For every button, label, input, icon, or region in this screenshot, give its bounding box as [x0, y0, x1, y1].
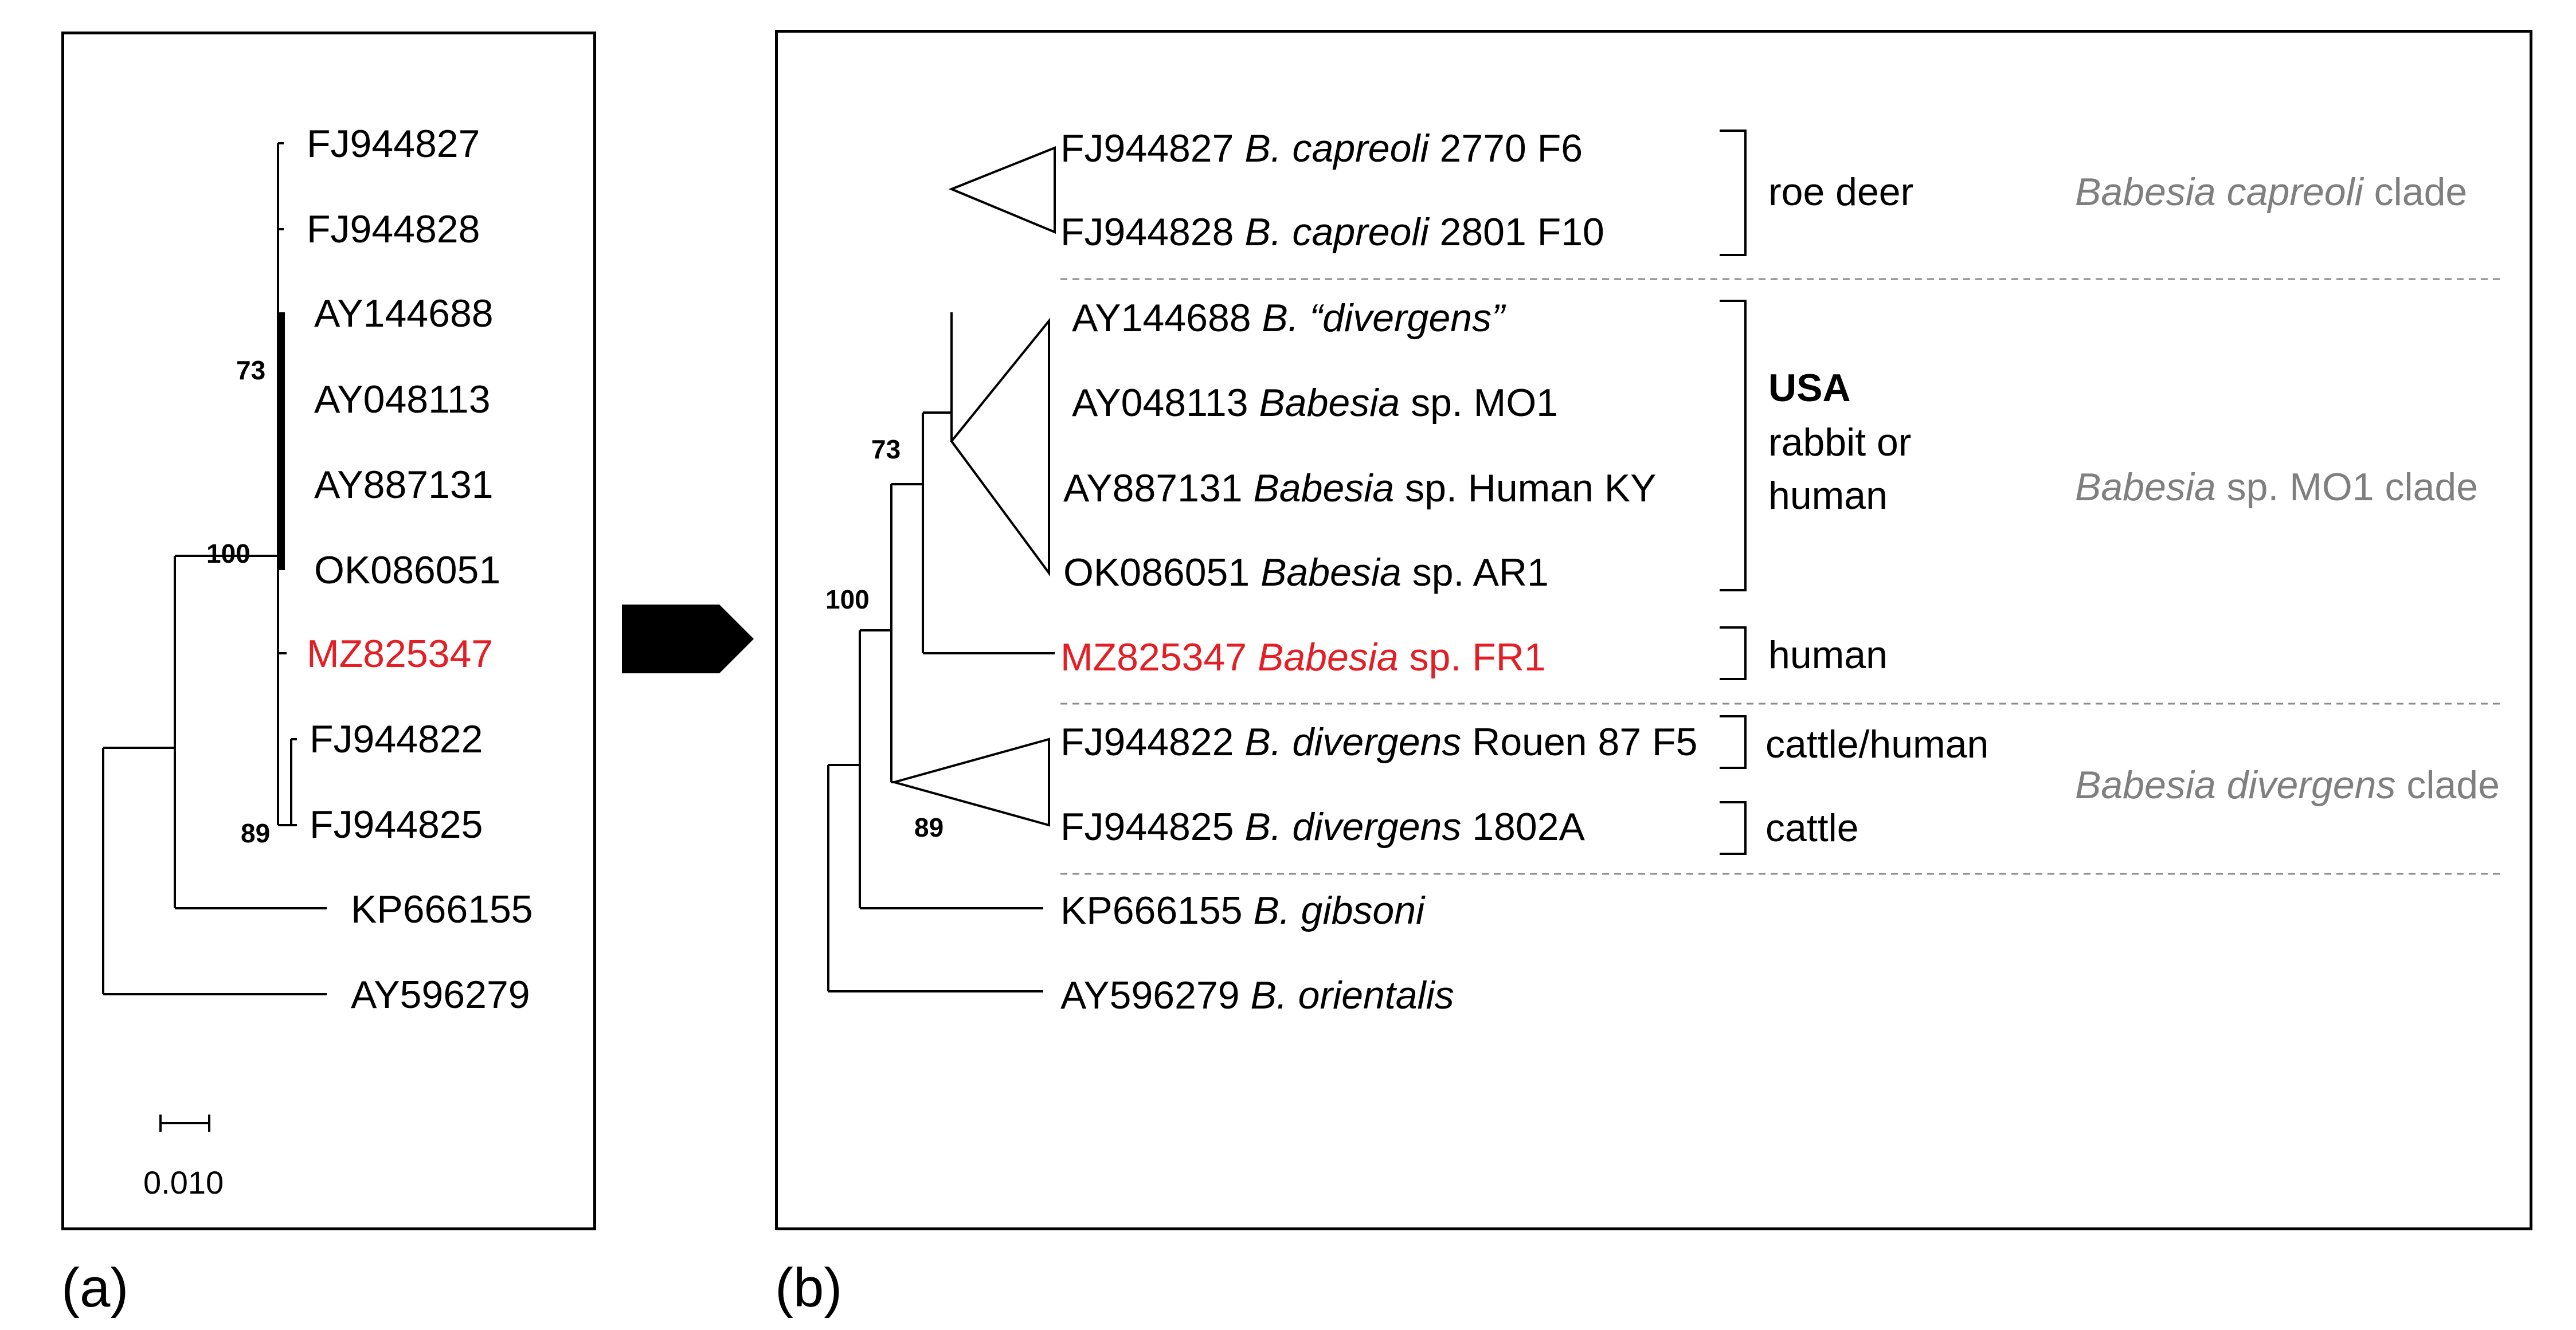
panel-b-label: (b): [775, 1257, 843, 1319]
tip-b-10: KP666155 B. gibsoni: [1060, 889, 1426, 932]
host-brackets: [1720, 130, 1747, 855]
host-human: human: [1768, 633, 1888, 677]
panel-a-frame: [61, 32, 596, 1230]
bootstrap-a-73: 73: [236, 355, 265, 385]
scale-bar-label: 0.010: [143, 1164, 224, 1200]
host-human-line: human: [1768, 474, 1888, 517]
bootstrap-a-100: 100: [206, 539, 250, 568]
bootstrap-b-100: 100: [825, 584, 870, 614]
tip-a-4: AY048113: [314, 378, 491, 421]
tip-b-2: FJ944828 B. capreoli 2801 F10: [1060, 210, 1604, 254]
tip-a-5: AY887131: [314, 463, 494, 507]
host-roe-deer: roe deer: [1768, 170, 1913, 214]
panel-b-frame: [775, 30, 2532, 1230]
collapsed-divergens-triangle: [890, 737, 1050, 827]
host-rabbit-or: rabbit or: [1768, 421, 1911, 464]
panel-a-label: (a): [61, 1257, 129, 1319]
tip-a-3: AY144688: [314, 292, 494, 335]
tip-b-8: FJ944822 B. divergens Rouen 87 F5: [1060, 720, 1697, 764]
tip-b-9: FJ944825 B. divergens 1802A: [1060, 805, 1585, 849]
tip-a-6: OK086051: [314, 548, 500, 592]
bootstrap-b-73: 73: [871, 434, 901, 464]
tip-a-11: AY596279: [351, 973, 530, 1017]
tip-b-5: AY887131 Babesia sp. Human KY: [1063, 466, 1657, 510]
tip-a-8: FJ944822: [310, 717, 483, 761]
clade-mo1-label: Babesia sp. MO1 clade: [2075, 465, 2478, 509]
collapsed-capreoli-triangle: [948, 146, 1056, 234]
tree-a-branches: [102, 142, 327, 995]
collapsed-mo1-triangle: [950, 317, 1050, 577]
tip-b-1: FJ944827 B. capreoli 2770 F6: [1060, 127, 1583, 170]
tree-b-branches: [827, 312, 1055, 992]
host-cattle: cattle: [1765, 806, 1859, 850]
host-usa: USA: [1768, 366, 1851, 410]
clade-capreoli-label: Babesia capreoli clade: [2075, 170, 2467, 214]
tip-b-3: AY144688 B. “divergens”: [1072, 296, 1506, 340]
tip-a-10: KP666155: [351, 888, 533, 931]
bootstrap-a-89: 89: [241, 818, 270, 848]
tip-a-9: FJ944825: [310, 803, 483, 846]
right-arrow-icon: [622, 605, 754, 673]
clade-separators: [1060, 278, 2505, 875]
tip-b-6: OK086051 Babesia sp. AR1: [1063, 551, 1549, 594]
tip-b-4: AY048113 Babesia sp. MO1: [1072, 381, 1558, 425]
clade-divergens-label: Babesia divergens clade: [2075, 763, 2500, 807]
host-cattle-human: cattle/human: [1765, 723, 1988, 766]
tip-a-1: FJ944827: [307, 122, 480, 166]
tip-a-7-highlighted: MZ825347: [307, 632, 493, 676]
bootstrap-b-89: 89: [914, 813, 944, 842]
tip-b-11: AY596279 B. orientalis: [1060, 974, 1454, 1017]
tip-a-2: FJ944828: [307, 207, 480, 251]
tip-b-7-highlighted: MZ825347 Babesia sp. FR1: [1060, 635, 1546, 679]
